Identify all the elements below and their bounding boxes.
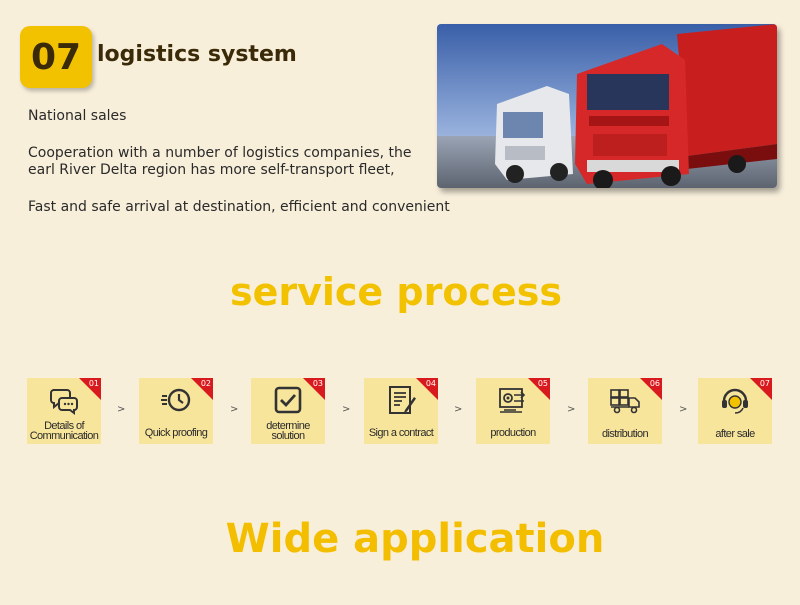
headset-icon <box>722 388 748 414</box>
arrow-1: > <box>117 404 126 415</box>
checkbox-icon <box>274 386 302 414</box>
step-label: Sign a contract <box>368 427 434 439</box>
clock-icon <box>161 388 191 412</box>
step-after-sale: 07 after sale <box>698 378 772 444</box>
step-label: production <box>490 427 536 439</box>
step-distribution: 06 distribution <box>588 378 662 444</box>
section-title: logistics system <box>97 42 297 67</box>
step-number: 05 <box>537 379 548 388</box>
section-number-badge: 07 <box>20 26 92 88</box>
national-sales-text: National sales <box>28 108 127 124</box>
arrow-3: > <box>342 404 351 415</box>
step-corner <box>303 378 325 400</box>
arrow-5: > <box>567 404 576 415</box>
step-number: 02 <box>200 379 211 388</box>
step-corner <box>191 378 213 400</box>
trucks-photo <box>437 24 777 188</box>
cooperation-text: Cooperation with a number of logistics c… <box>28 145 412 178</box>
step-label: after sale <box>715 428 755 440</box>
contract-icon <box>389 386 416 414</box>
step-sign-contract: 04 Sign a contract <box>364 378 438 444</box>
step-number: 01 <box>88 379 99 388</box>
step-number: 03 <box>312 379 323 388</box>
arrival-text: Fast and safe arrival at destination, ef… <box>28 199 450 215</box>
arrow-6: > <box>679 404 688 415</box>
step-number: 04 <box>425 379 436 388</box>
step-corner <box>79 378 101 400</box>
step-production: 05 production <box>476 378 550 444</box>
step-determine-solution: 03 determine solution <box>251 378 325 444</box>
trucks-illustration <box>437 24 777 188</box>
step-label: Quick proofing <box>144 427 208 439</box>
chat-icon <box>50 389 78 415</box>
wide-application-heading: Wide application <box>225 516 605 562</box>
step-label: distribution <box>602 428 649 440</box>
step-quick-proofing: 02 Quick proofing <box>139 378 213 444</box>
step-corner <box>640 378 662 400</box>
step-communication: 01 Details of Communication <box>27 378 101 444</box>
arrow-2: > <box>230 404 239 415</box>
step-number: 06 <box>649 379 660 388</box>
step-number: 07 <box>759 379 770 388</box>
gear-icon <box>499 388 526 413</box>
truck-icon <box>610 389 640 414</box>
step-corner <box>528 378 550 400</box>
step-corner <box>750 378 772 400</box>
step-corner <box>416 378 438 400</box>
step-label: Details of Communication <box>29 420 99 442</box>
step-label: determine solution <box>266 420 310 442</box>
arrow-4: > <box>454 404 463 415</box>
service-process-heading: service process <box>229 270 563 314</box>
